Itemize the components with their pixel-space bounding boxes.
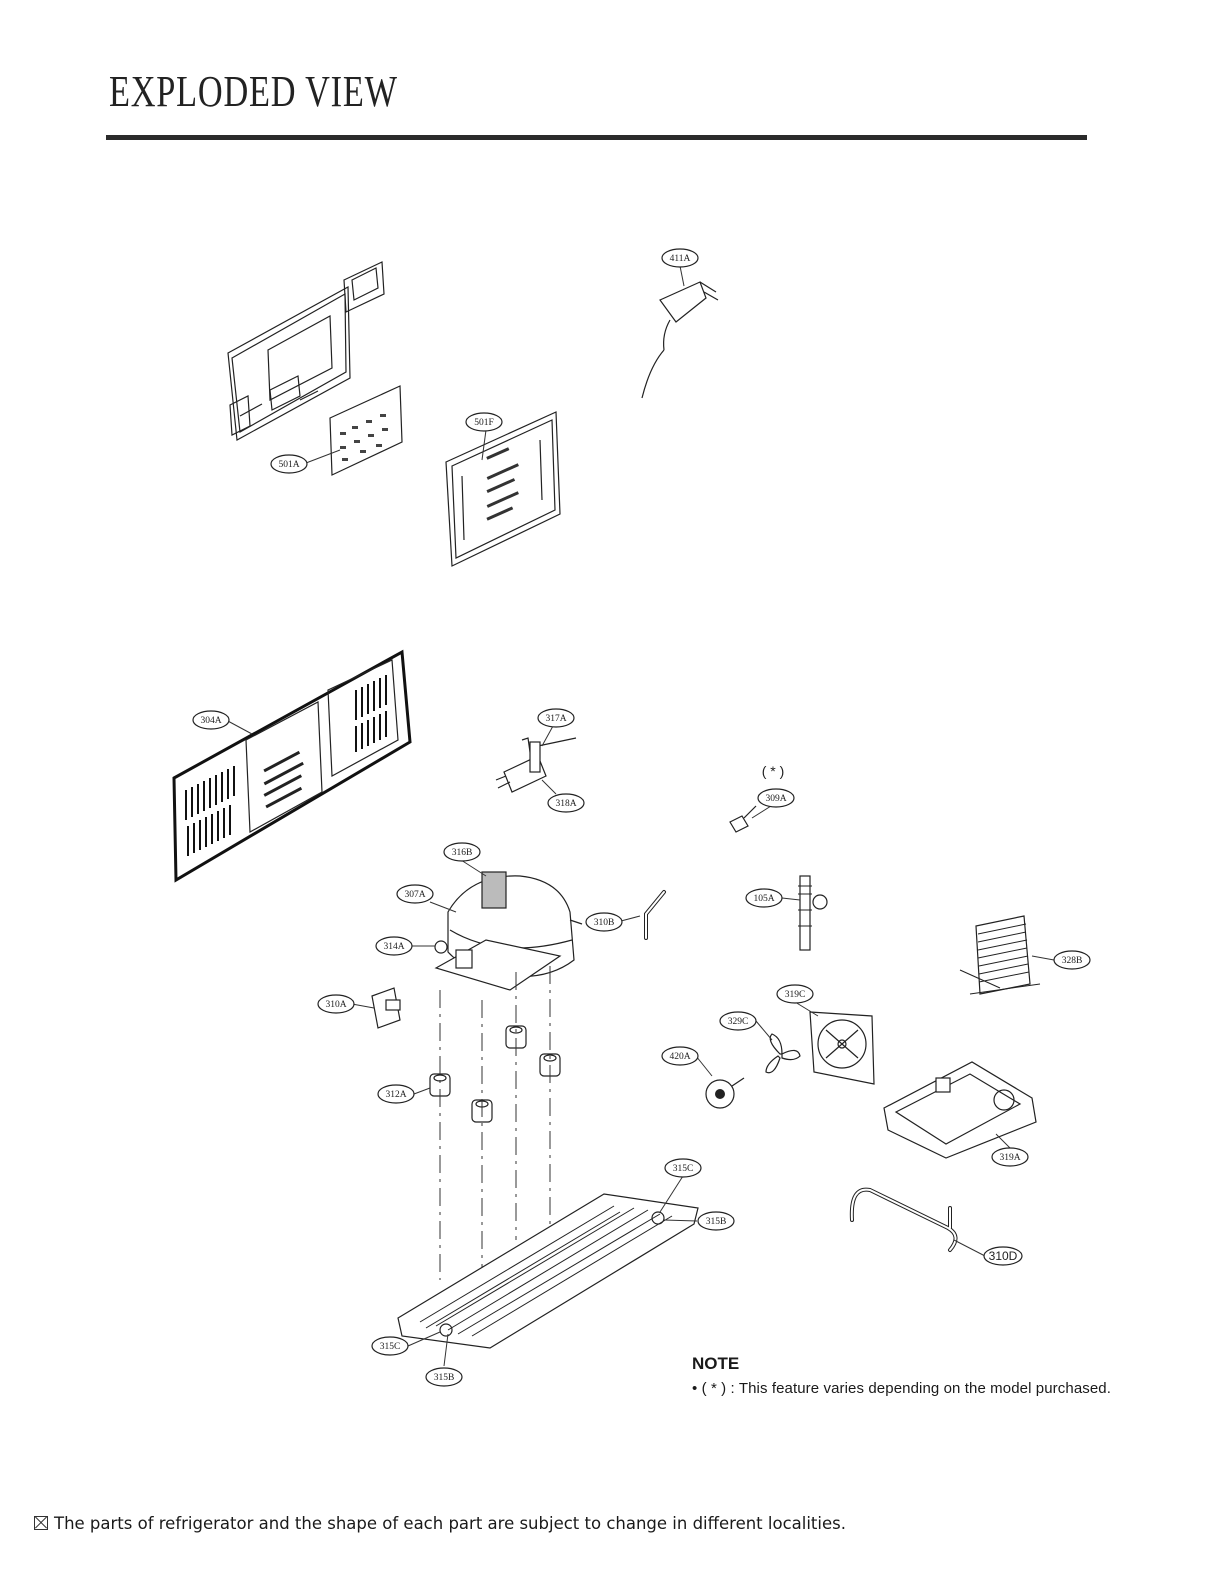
pcb-cover-part (445, 411, 561, 567)
footer-text: The parts of refrigerator and the shape … (54, 1514, 846, 1533)
svg-text:307A: 307A (404, 890, 425, 900)
callout-310b: 310B (585, 912, 623, 932)
page-title: EXPLODED VIEW (109, 67, 398, 116)
rear-cover-part (172, 649, 412, 883)
footer-disclaimer: The parts of refrigerator and the shape … (34, 1514, 846, 1533)
svg-text:304A: 304A (200, 716, 221, 726)
callout-304a: 304A (192, 710, 230, 730)
svg-text:310A: 310A (325, 1000, 346, 1010)
svg-text:411A: 411A (670, 254, 691, 264)
svg-text:317A: 317A (545, 714, 566, 724)
fan-blade-part (765, 1033, 801, 1074)
note-section: NOTE • ( * ) : This feature varies depen… (692, 1354, 1111, 1397)
svg-text:315C: 315C (380, 1342, 401, 1352)
relay-holder-part (371, 987, 401, 1029)
callout-319a: 319A (991, 1147, 1029, 1167)
pipe-310d-part (849, 1187, 958, 1252)
callout-329c: 329C (719, 1011, 757, 1031)
rubber-grommet-part (429, 1025, 561, 1123)
fan-motor-part (705, 1077, 745, 1109)
svg-text:319C: 319C (785, 990, 806, 1000)
callout-318a: 318A (547, 793, 585, 813)
svg-text:318A: 318A (555, 799, 576, 809)
svg-text:315B: 315B (706, 1217, 727, 1227)
callout-411a: 411A (661, 248, 699, 268)
callout-328b: 328B (1053, 950, 1091, 970)
svg-text:328B: 328B (1062, 956, 1083, 966)
condenser-part (959, 915, 1041, 995)
svg-text:316B: 316B (452, 848, 473, 858)
svg-text:420A: 420A (669, 1052, 690, 1062)
relay-part (495, 737, 577, 793)
power-cord-part (641, 281, 719, 399)
svg-text:329C: 329C (728, 1017, 749, 1027)
callout-105a: 105A (745, 888, 783, 908)
svg-text:319A: 319A (999, 1153, 1020, 1163)
svg-text:310B: 310B (594, 918, 615, 928)
callout-317a: 317A (537, 708, 575, 728)
title-rule (106, 135, 1087, 140)
callout-315c-top: 315C (664, 1158, 702, 1178)
callout-501f: 501F (465, 412, 503, 432)
callout-310a: 310A (317, 994, 355, 1014)
control-box-part (227, 261, 385, 441)
callout-315b-bottom: 315B (425, 1367, 463, 1387)
machine-room-base-part (883, 1061, 1037, 1159)
svg-text:501F: 501F (474, 418, 494, 428)
svg-text:310D: 310D (989, 1249, 1018, 1263)
svg-text:309A: 309A (765, 794, 786, 804)
callout-501a: 501A (270, 454, 308, 474)
svg-text:312A: 312A (385, 1090, 406, 1100)
note-text: • ( * ) : This feature varies depending … (692, 1380, 1112, 1397)
compressor-part (434, 871, 583, 991)
callout-310d: 310D (983, 1246, 1023, 1266)
svg-text:315C: 315C (673, 1164, 694, 1174)
callout-312a: 312A (377, 1084, 415, 1104)
callout-307a: 307A (396, 884, 434, 904)
pcb-board-part (329, 385, 403, 476)
assembly-guide-lines (439, 966, 551, 1310)
base-plate-part (397, 1193, 699, 1349)
callout-319c: 319C (776, 984, 814, 1004)
drain-pipe-part (798, 875, 828, 951)
note-heading: NOTE (692, 1354, 740, 1373)
callout-309a: 309A (757, 788, 795, 808)
svg-text:105A: 105A (753, 894, 774, 904)
crossed-box-icon (34, 1516, 48, 1530)
svg-text:314A: 314A (383, 942, 404, 952)
fan-shroud-part (809, 1011, 875, 1085)
callout-420a: 420A (661, 1046, 699, 1066)
callout-leaders (225, 265, 1055, 1367)
callout-316b: 316B (443, 842, 481, 862)
optional-marker: ( * ) (762, 763, 785, 779)
fuse-part (729, 805, 757, 833)
callout-314a: 314A (375, 936, 413, 956)
callout-315c-bottom: 315C (371, 1336, 409, 1356)
callout-315b-top: 315B (697, 1211, 735, 1231)
pipe-310b-part (644, 890, 666, 940)
svg-text:315B: 315B (434, 1373, 455, 1383)
svg-text:501A: 501A (278, 460, 299, 470)
